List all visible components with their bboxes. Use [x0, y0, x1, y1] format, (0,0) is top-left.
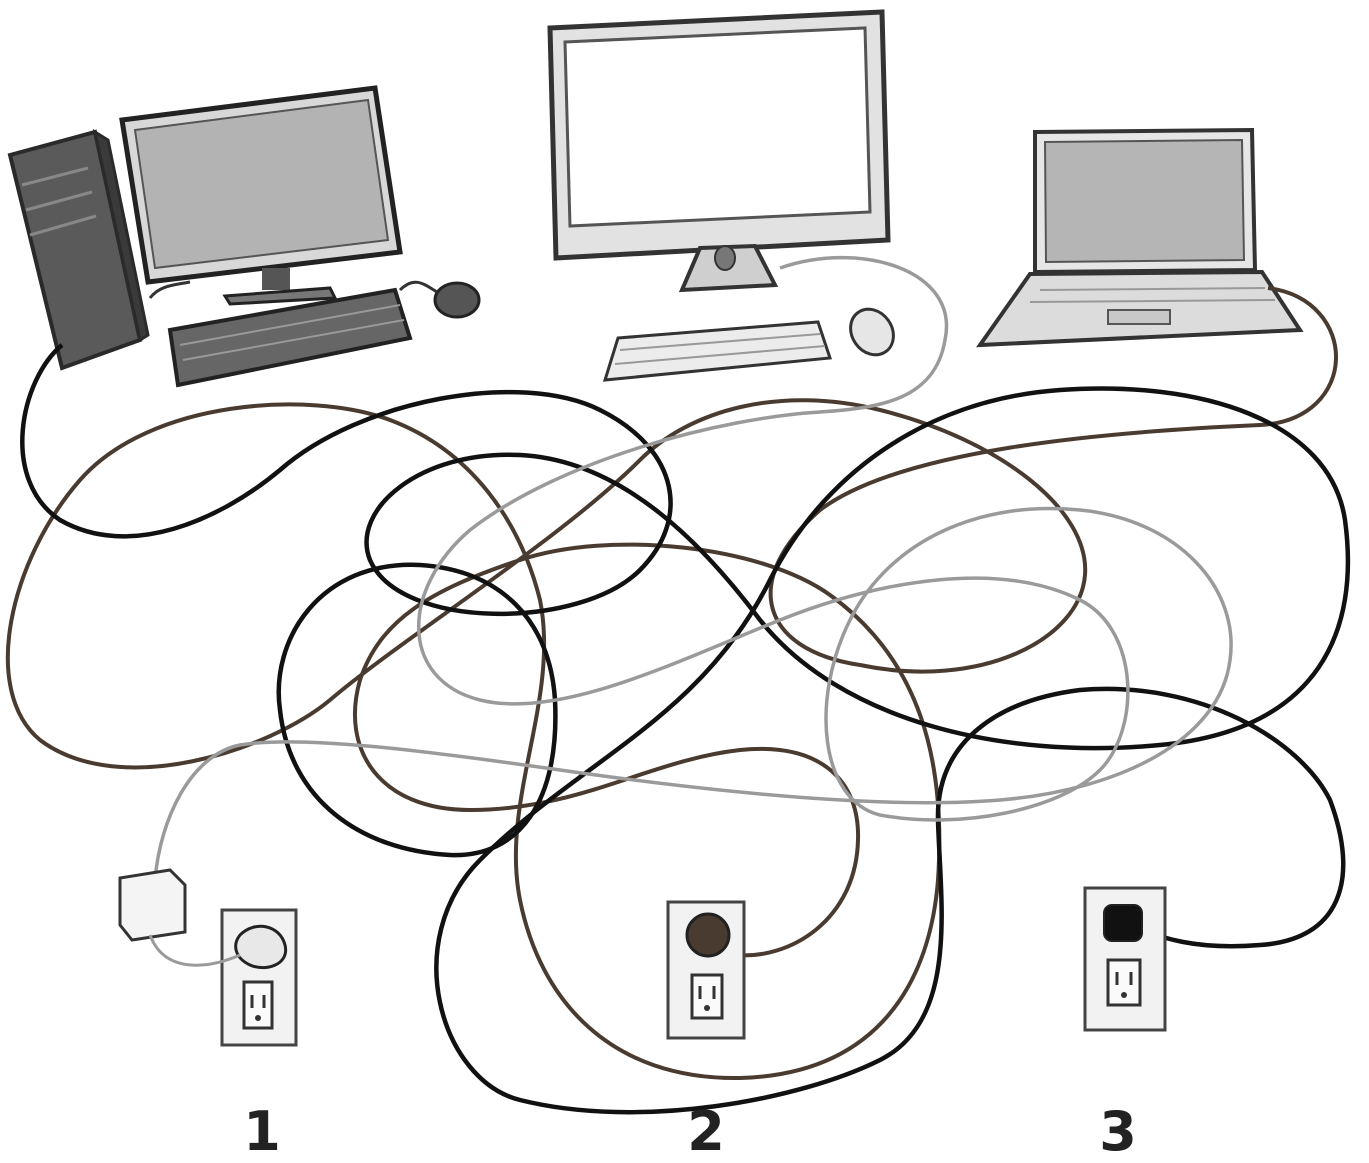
- aio-monitor: [550, 12, 888, 290]
- outlet-2: [668, 902, 744, 1038]
- desktop-mouse: [435, 283, 479, 317]
- desktop-monitor: [122, 88, 400, 304]
- aio-mouse: [842, 301, 902, 363]
- outlet-label-1: 1: [222, 1100, 302, 1163]
- outlet-label-3: 3: [1078, 1100, 1158, 1163]
- aio-keyboard: [605, 322, 830, 380]
- outlet-1: [222, 910, 296, 1045]
- desktop-keyboard: [170, 290, 410, 385]
- outlet-label-2: 2: [666, 1100, 746, 1163]
- laptop: [980, 130, 1300, 345]
- outlet-3: [1085, 888, 1165, 1030]
